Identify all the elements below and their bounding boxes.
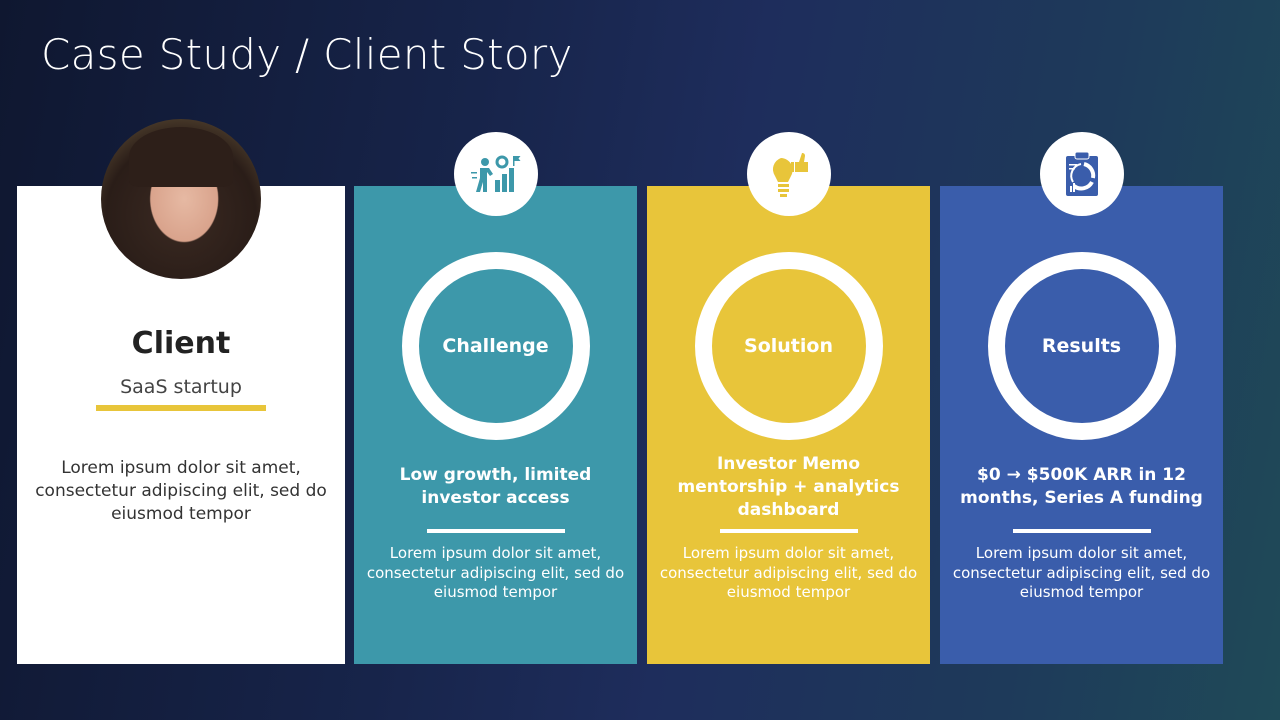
results-card: Results $0 → $500K ARR in 12 months, Ser… xyxy=(940,132,1223,664)
clipboard-chart-icon xyxy=(1039,132,1124,216)
client-name: Client xyxy=(131,326,231,361)
challenge-headline: Low growth, limited investor access xyxy=(399,465,592,508)
divider xyxy=(426,529,565,533)
divider xyxy=(1012,529,1151,533)
slide-title: Case Study / Client Story xyxy=(41,30,573,79)
client-body: Lorem ipsum dolor sit amet, consectetur … xyxy=(35,458,327,524)
solution-headline: Investor Memo mentorship + analytics das… xyxy=(677,453,900,520)
accent-divider xyxy=(96,405,266,411)
challenge-card: Challenge Low growth, limited investor a… xyxy=(354,132,637,664)
divider xyxy=(719,529,858,533)
challenge-body: Lorem ipsum dolor sit amet, consectetur … xyxy=(366,544,625,601)
client-subtitle: SaaS startup xyxy=(120,376,242,398)
solution-label: Solution xyxy=(744,335,833,357)
results-body: Lorem ipsum dolor sit amet, consectetur … xyxy=(952,544,1211,601)
results-headline: $0 → $500K ARR in 12 months, Series A fu… xyxy=(960,465,1203,508)
results-ring: Results xyxy=(987,252,1176,440)
solution-ring: Solution xyxy=(694,252,883,440)
results-label: Results xyxy=(1041,335,1122,357)
lightbulb-thumbs-up-icon xyxy=(746,132,831,216)
solution-card: Solution Investor Memo mentorship + anal… xyxy=(647,132,930,664)
challenge-ring: Challenge xyxy=(401,252,590,440)
challenge-label: Challenge xyxy=(442,335,549,357)
solution-body: Lorem ipsum dolor sit amet, consectetur … xyxy=(659,544,918,601)
growth-chart-icon xyxy=(453,132,538,216)
client-photo xyxy=(101,119,261,279)
